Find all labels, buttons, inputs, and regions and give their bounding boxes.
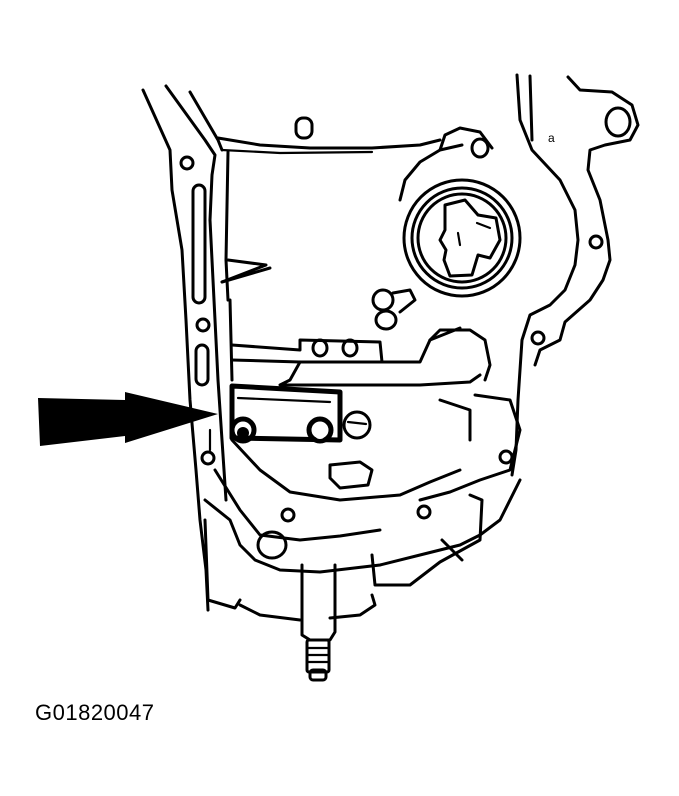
upper-bracket <box>230 326 492 387</box>
inner-wall <box>220 150 272 382</box>
mark-a: a <box>548 131 555 145</box>
right-housing: a <box>498 73 640 477</box>
figure-caption: G01820047 <box>35 700 155 725</box>
target-bracket <box>229 383 372 444</box>
crank-pulley <box>398 126 522 298</box>
small-bolts <box>371 288 417 331</box>
left-flange <box>141 84 228 612</box>
pointer-arrow <box>38 392 218 446</box>
lower-body <box>203 393 522 682</box>
top-edge <box>216 116 442 155</box>
